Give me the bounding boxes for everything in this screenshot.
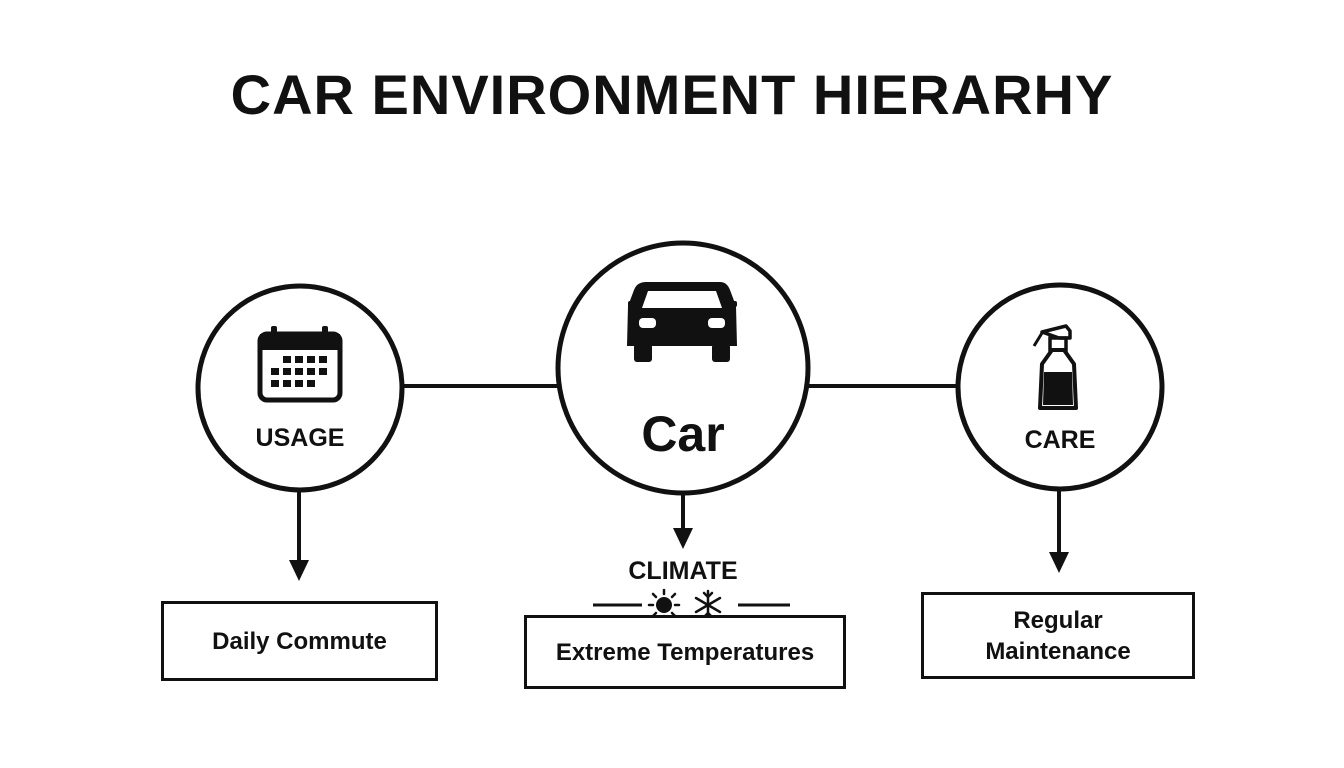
car-node-label: Car	[641, 406, 725, 462]
car-icon	[627, 282, 737, 362]
regular-maintenance-line-2: Maintenance	[985, 637, 1131, 665]
extreme-temperatures-box: Extreme Temperatures	[524, 615, 846, 689]
usage-node-label: USAGE	[255, 424, 345, 452]
arrow-car-down	[673, 494, 693, 549]
diagram-title: CAR ENVIRONMENT HIERARHY	[230, 63, 1114, 126]
usage-node-circle	[195, 283, 405, 493]
calendar-icon	[257, 326, 343, 403]
car-node-circle	[555, 240, 811, 496]
climate-label: CLIMATE	[628, 557, 738, 585]
regular-maintenance-line-1: Regular	[1013, 606, 1103, 634]
arrow-care-down	[1049, 490, 1069, 573]
regular-maintenance-box: Regular Maintenance	[921, 592, 1195, 679]
spray-bottle-icon	[1032, 324, 1078, 410]
daily-commute-box: Daily Commute	[161, 601, 438, 681]
daily-commute-text: Daily Commute	[212, 627, 387, 655]
arrow-usage-down	[289, 490, 309, 581]
care-node-label: CARE	[1024, 426, 1096, 454]
extreme-temperatures-text: Extreme Temperatures	[555, 638, 815, 666]
